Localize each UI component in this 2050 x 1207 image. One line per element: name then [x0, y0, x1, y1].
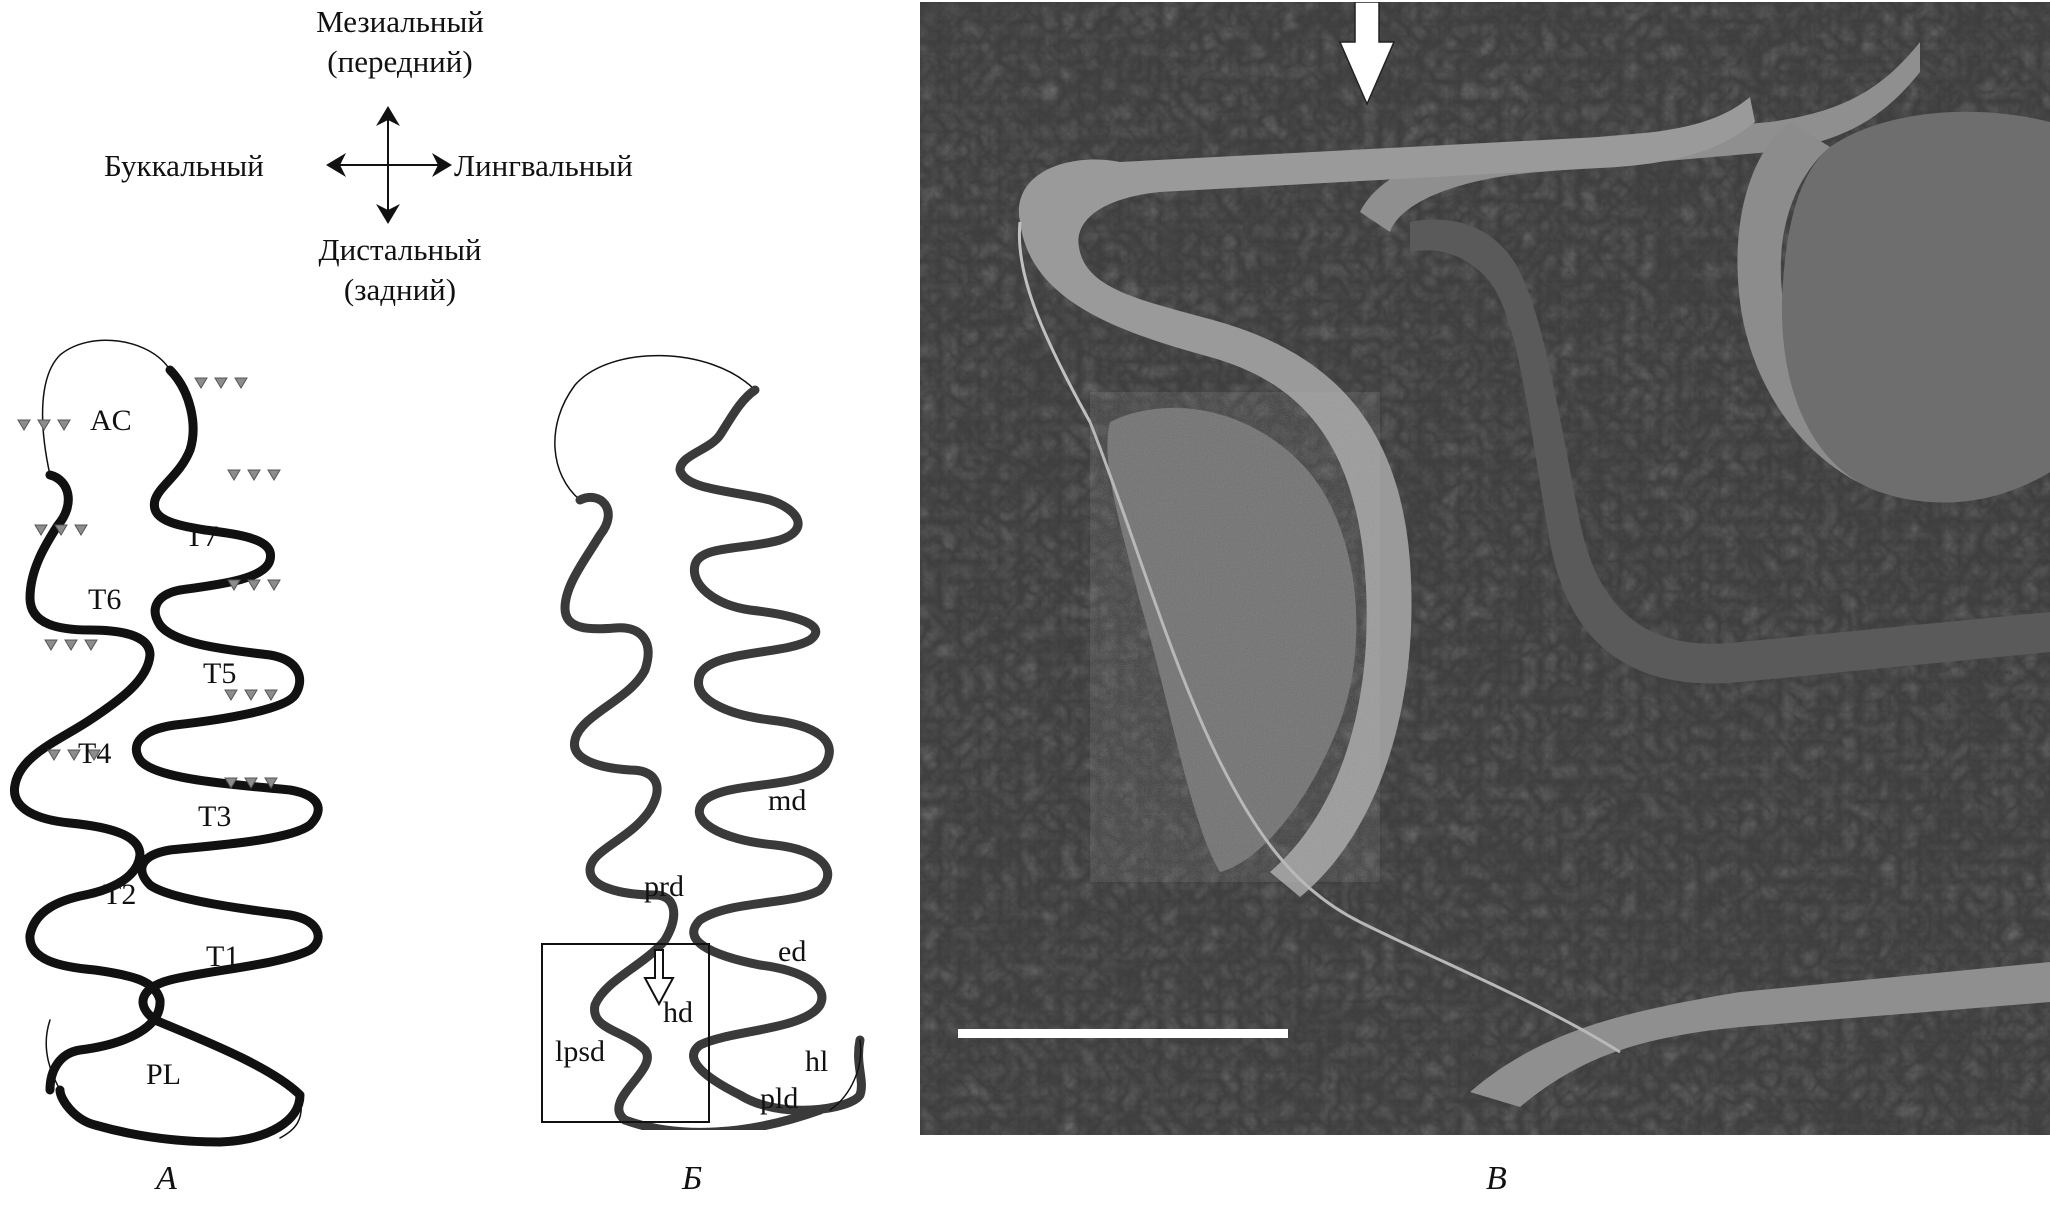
- orientation-mesial-label: Мезиальный (передний): [270, 4, 530, 80]
- panel-a-caption: А: [156, 1160, 177, 1197]
- panel-b-label-hd: hd: [663, 996, 693, 1029]
- panel-a-label-t4: T4: [78, 737, 112, 770]
- orientation-mesial-word: Мезиальный: [316, 4, 484, 39]
- panel-a-label-t5: T5: [203, 657, 237, 690]
- panel-a-label-t3: T3: [198, 800, 232, 833]
- orientation-mesial-note: (передний): [327, 44, 473, 79]
- orientation-distal-word: Дистальный: [318, 232, 482, 267]
- panel-b-caption: Б: [682, 1160, 703, 1197]
- panel-a-label-t6: T6: [88, 583, 122, 616]
- panel-a-label-ac: AC: [90, 404, 132, 437]
- panel-a-label-t7: T7: [185, 520, 219, 553]
- orientation-buccal-label: Буккальный: [104, 148, 264, 183]
- panel-b-label-lpsd: lpsd: [555, 1035, 606, 1068]
- panel-c-caption: В: [1486, 1160, 1507, 1197]
- panel-b-label-pld: pld: [760, 1082, 799, 1115]
- panel-b-label-ed: ed: [778, 935, 807, 968]
- panel-b-label-md: md: [768, 784, 807, 817]
- panel-b-molar-diagram: [541, 354, 866, 1130]
- orientation-distal-note: (задний): [343, 272, 457, 307]
- panel-a-label-t1: T1: [206, 940, 240, 973]
- orientation-lingual-label: Лингвальный: [454, 148, 633, 183]
- panel-a-molar-diagram: [10, 339, 323, 1147]
- panel-a-label-pl: PL: [146, 1058, 182, 1091]
- panel-b-label-hl: hl: [805, 1045, 829, 1078]
- orientation-distal-label: Дистальный (задний): [270, 232, 530, 308]
- panel-c-sem-micrograph: [920, 2, 2050, 1135]
- panel-b-label-prd: prd: [644, 870, 684, 903]
- orientation-cross-arrows: [326, 106, 452, 224]
- panel-a-label-t2: T2: [103, 878, 137, 911]
